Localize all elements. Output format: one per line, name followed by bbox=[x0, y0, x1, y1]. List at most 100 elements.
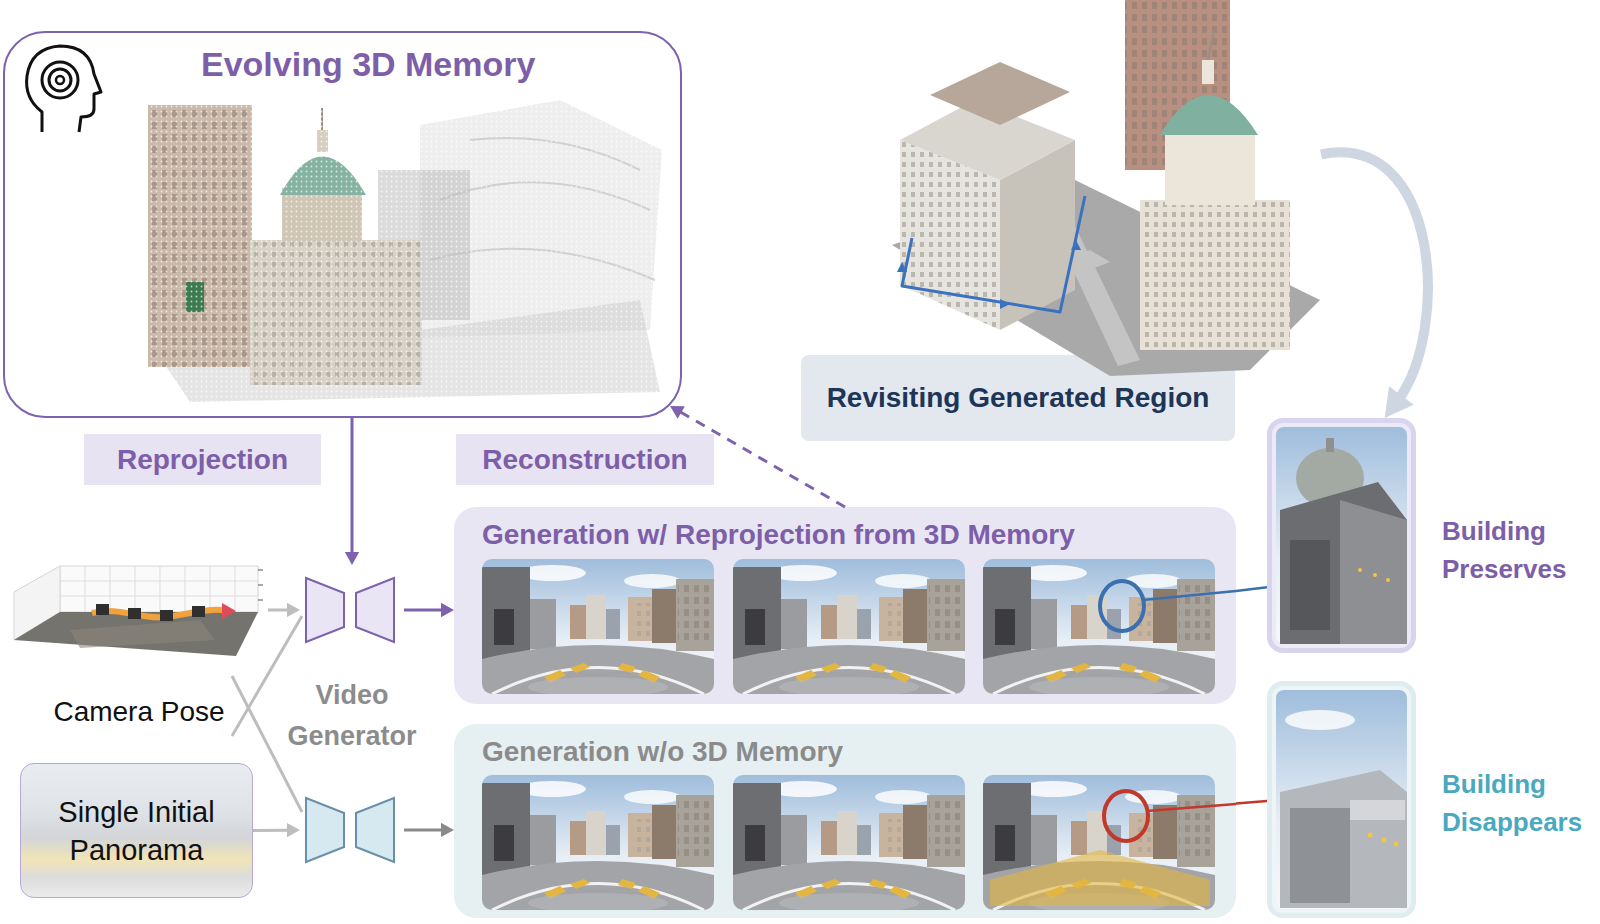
connector bbox=[1321, 152, 1428, 400]
pose-plot: Camera Pose bbox=[10, 566, 268, 735]
pose-plot-art-part bbox=[258, 570, 263, 600]
point-cloud-part bbox=[420, 100, 662, 338]
generator-shapes-part bbox=[306, 798, 344, 862]
city-model-part bbox=[902, 196, 1085, 312]
generation-band: Generation w/o 3D Memory bbox=[454, 724, 1236, 918]
pose-plot-art-part bbox=[14, 612, 258, 656]
head-icon-part bbox=[42, 62, 78, 98]
node-text: Video Generator bbox=[272, 675, 432, 757]
generator-shapes-part bbox=[356, 578, 394, 642]
city-model-part bbox=[900, 140, 1000, 330]
memory-box: Evolving 3D Memory bbox=[3, 31, 682, 418]
thumbnail-images-part bbox=[1386, 578, 1390, 582]
arrow-head bbox=[287, 823, 300, 837]
node-text: Generation w/ Reprojection from 3D Memor… bbox=[482, 519, 1075, 551]
pose-plot-art-part bbox=[60, 566, 258, 612]
connector bbox=[679, 411, 845, 507]
thumbnail-box: Building Preserves bbox=[1267, 418, 1416, 653]
thumbnail-images-part bbox=[1350, 800, 1405, 820]
thumbnail-images-part bbox=[1290, 540, 1330, 630]
point-cloud-part bbox=[250, 240, 422, 385]
connector bbox=[404, 828, 444, 831]
highlight-circles-part bbox=[1147, 804, 1236, 811]
thumbnail-images-part bbox=[1368, 833, 1373, 838]
panorama-frames bbox=[482, 559, 1215, 913]
thumbnail-images-part bbox=[1280, 482, 1407, 644]
thumbnail-images-part bbox=[1340, 500, 1407, 644]
region-box: Revisiting Generated Region bbox=[801, 0, 1321, 441]
city-model-part bbox=[1000, 299, 1010, 309]
pose-plot-art bbox=[14, 566, 263, 656]
connector bbox=[1236, 587, 1267, 591]
city-model-part bbox=[1160, 95, 1258, 135]
city-model-part bbox=[900, 100, 1075, 180]
point-cloud-part bbox=[148, 105, 252, 367]
thumbnail-images-part bbox=[1276, 690, 1407, 909]
panorama-frames-part bbox=[983, 775, 1215, 913]
arrow-head bbox=[345, 552, 359, 565]
point-cloud-part bbox=[148, 100, 663, 402]
arrow-head bbox=[1385, 386, 1414, 418]
generator-shapes-part bbox=[306, 578, 344, 642]
highlight-circles-part bbox=[1143, 591, 1236, 600]
connector bbox=[268, 608, 290, 611]
city-model-part bbox=[1165, 130, 1255, 205]
city-model-part bbox=[892, 180, 1320, 376]
point-cloud-part bbox=[165, 300, 660, 402]
panorama-frames-part bbox=[482, 559, 714, 697]
city-model-part bbox=[960, 250, 1110, 312]
thumbnail-images-part bbox=[1285, 710, 1355, 730]
arrow-head bbox=[441, 603, 454, 617]
pose-plot-art-part bbox=[128, 608, 141, 619]
thumbnail-images-part bbox=[1358, 568, 1362, 572]
generator-shapes-part bbox=[232, 676, 302, 812]
point-cloud-part bbox=[148, 105, 252, 367]
thumbnail-images bbox=[1276, 427, 1407, 909]
arrow-head bbox=[441, 823, 454, 837]
city-model-part bbox=[1125, 0, 1230, 170]
arrow-head bbox=[287, 603, 300, 617]
generator-block: Video Generator bbox=[300, 565, 404, 870]
head-icon-part bbox=[27, 46, 101, 132]
thumbnail-images-part bbox=[1296, 448, 1364, 508]
node-text: Camera Pose bbox=[10, 696, 268, 728]
point-cloud-part bbox=[317, 130, 328, 152]
node-text: Generation w/o 3D Memory bbox=[482, 736, 843, 768]
panorama-frames-part bbox=[482, 775, 714, 913]
point-cloud-part bbox=[280, 157, 366, 196]
thumbnail-images-part bbox=[1373, 573, 1377, 577]
pose-plot-art-part bbox=[14, 566, 60, 640]
connector bbox=[253, 829, 290, 832]
panorama-frames-part bbox=[990, 850, 1210, 906]
generation-band: Generation w/ Reprojection from 3D Memor… bbox=[454, 507, 1236, 704]
generator-shapes-part bbox=[356, 798, 394, 862]
city-model-part bbox=[1202, 60, 1214, 84]
point-cloud-part bbox=[321, 108, 323, 130]
pose-plot-art-part bbox=[160, 610, 173, 621]
thumbnail-images-part bbox=[1394, 842, 1399, 847]
thumbnail-images-part bbox=[1382, 838, 1387, 843]
pose-plot-art-part bbox=[92, 610, 228, 618]
panorama-frames-part bbox=[733, 775, 965, 913]
head-icon-part bbox=[49, 69, 71, 91]
point-cloud-part bbox=[282, 188, 362, 242]
pose-plot-art-part bbox=[70, 620, 215, 648]
city-model-part bbox=[1208, 30, 1214, 60]
pose-plot-art-part bbox=[222, 603, 236, 619]
pose-plot-art-part bbox=[192, 606, 205, 617]
city-model-part bbox=[1125, 0, 1230, 170]
panorama-frames-part bbox=[983, 559, 1215, 697]
thumbnail-images-part bbox=[1276, 427, 1407, 644]
node-text: Building Disappears bbox=[1442, 765, 1592, 841]
highlight-circles-part bbox=[1104, 791, 1148, 841]
connector bbox=[1236, 801, 1267, 804]
city-model-part bbox=[1140, 200, 1290, 350]
point-cloud-part bbox=[430, 138, 655, 280]
point-cloud-part bbox=[378, 170, 470, 320]
arrow-head bbox=[670, 406, 685, 419]
thumbnail-images-part bbox=[1326, 438, 1334, 452]
city-model-part bbox=[1000, 140, 1075, 330]
city-model-part bbox=[1071, 240, 1081, 250]
edge-label: Reprojection bbox=[84, 434, 321, 485]
